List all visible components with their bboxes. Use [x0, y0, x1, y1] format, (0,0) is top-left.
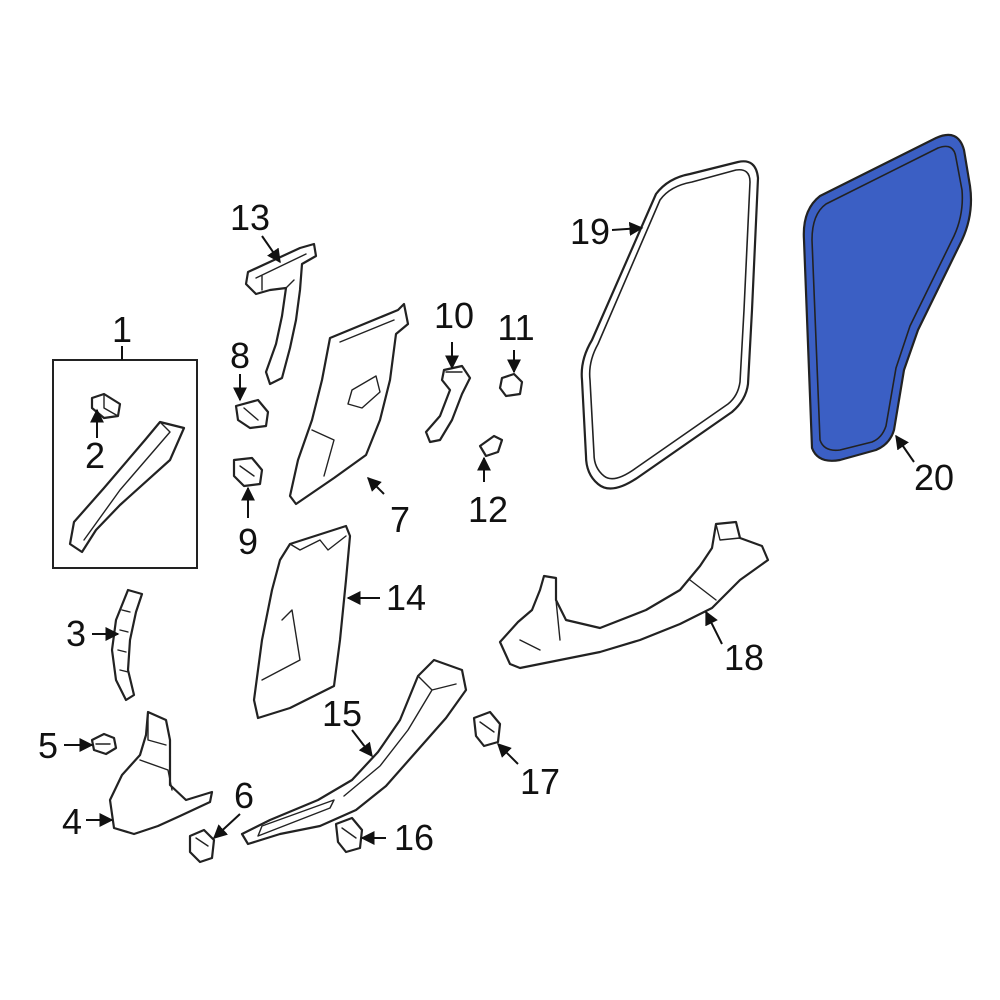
part-20-leader	[895, 434, 915, 463]
part-6-clip[interactable]	[188, 828, 216, 864]
part-15-leader	[351, 729, 373, 758]
part-1-pillar-trim[interactable]	[68, 420, 186, 554]
part-15-front-sill-plate[interactable]	[240, 658, 468, 846]
part-4-kick-panel[interactable]	[108, 710, 214, 836]
part-3-garnish[interactable]	[110, 588, 144, 702]
part-7-leader	[367, 477, 385, 495]
callout-9: 9	[238, 521, 258, 562]
part-13-leader	[261, 235, 281, 264]
callout-7: 7	[390, 499, 410, 540]
callout-3: 3	[66, 613, 86, 654]
callout-12: 12	[468, 489, 508, 530]
part-8-clip[interactable]	[234, 398, 270, 430]
part-6-leader	[212, 813, 241, 839]
part-5-push-pin[interactable]	[90, 732, 118, 756]
callout-11: 11	[497, 307, 534, 348]
callout-20: 20	[914, 457, 954, 498]
part-1-group-box	[52, 359, 198, 569]
part-17-leader	[497, 743, 519, 765]
callout-16: 16	[394, 817, 434, 858]
callout-19: 19	[570, 211, 610, 252]
part-10-grip-handle[interactable]	[424, 364, 472, 444]
part-18-rear-sill-plate[interactable]	[498, 520, 770, 670]
callout-2: 2	[85, 435, 105, 476]
callout-1: 1	[112, 309, 132, 350]
callout-17: 17	[520, 761, 560, 802]
callout-8: 8	[230, 335, 250, 376]
part-12-clip[interactable]	[478, 434, 504, 458]
part-16-clip[interactable]	[334, 816, 364, 854]
part-7-pillar-upper-trim[interactable]	[288, 302, 410, 506]
callout-13: 13	[230, 197, 270, 238]
part-19-leader	[611, 221, 644, 236]
part-19-door-weatherstrip[interactable]	[580, 160, 760, 490]
callout-6: 6	[234, 775, 254, 816]
part-17-clip[interactable]	[472, 710, 502, 748]
part-14-pillar-lower-trim[interactable]	[252, 524, 352, 720]
part-20-door-seal-highlighted[interactable]	[802, 133, 973, 462]
part-11-cap[interactable]	[498, 372, 524, 398]
callout-15: 15	[322, 693, 362, 734]
callout-18: 18	[724, 637, 764, 678]
callout-14: 14	[386, 577, 426, 618]
callout-5: 5	[38, 725, 58, 766]
part-18-leader	[705, 610, 723, 645]
part-9-clip[interactable]	[232, 456, 264, 488]
callout-4: 4	[62, 801, 82, 842]
part-13-bracket[interactable]	[244, 242, 318, 386]
callout-10: 10	[434, 295, 474, 336]
